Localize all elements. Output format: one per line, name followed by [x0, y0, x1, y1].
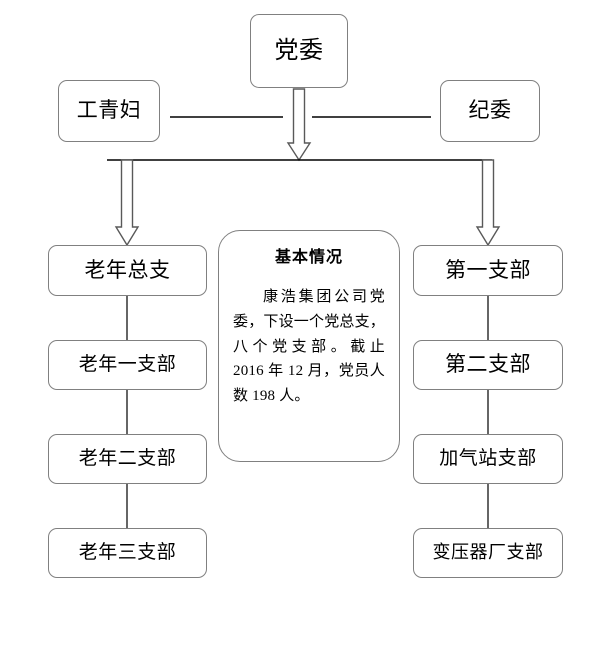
info-panel: 基本情况 康浩集团公司党委，下设一个党总支，八个党支部。截止 2016 年 12…: [218, 230, 400, 462]
node-laonian-yi-zhibu[interactable]: 老年一支部: [48, 340, 207, 390]
block-arrow-down-main: [286, 88, 312, 162]
node-jiwei[interactable]: 纪委: [440, 80, 540, 142]
node-gongqingfu[interactable]: 工青妇: [58, 80, 160, 142]
node-laonian-er-zhibu[interactable]: 老年二支部: [48, 434, 207, 484]
node-dier-zhibu[interactable]: 第二支部: [413, 340, 563, 390]
node-party-committee[interactable]: 党委: [250, 14, 348, 88]
node-diyi-zhibu[interactable]: 第一支部: [413, 245, 563, 296]
block-arrow-down-right: [475, 159, 501, 247]
node-bianyaqichang-zhibu[interactable]: 变压器厂支部: [413, 528, 563, 578]
info-panel-title: 基本情况: [274, 249, 343, 266]
node-laonian-san-zhibu[interactable]: 老年三支部: [48, 528, 207, 578]
node-laonian-zongzhi[interactable]: 老年总支: [48, 245, 207, 296]
block-arrow-down-left: [114, 159, 140, 247]
node-jiaqizhan-zhibu[interactable]: 加气站支部: [413, 434, 563, 484]
info-panel-body: 康浩集团公司党委，下设一个党总支，八个党支部。截止 2016 年 12 月，党员…: [233, 289, 386, 404]
